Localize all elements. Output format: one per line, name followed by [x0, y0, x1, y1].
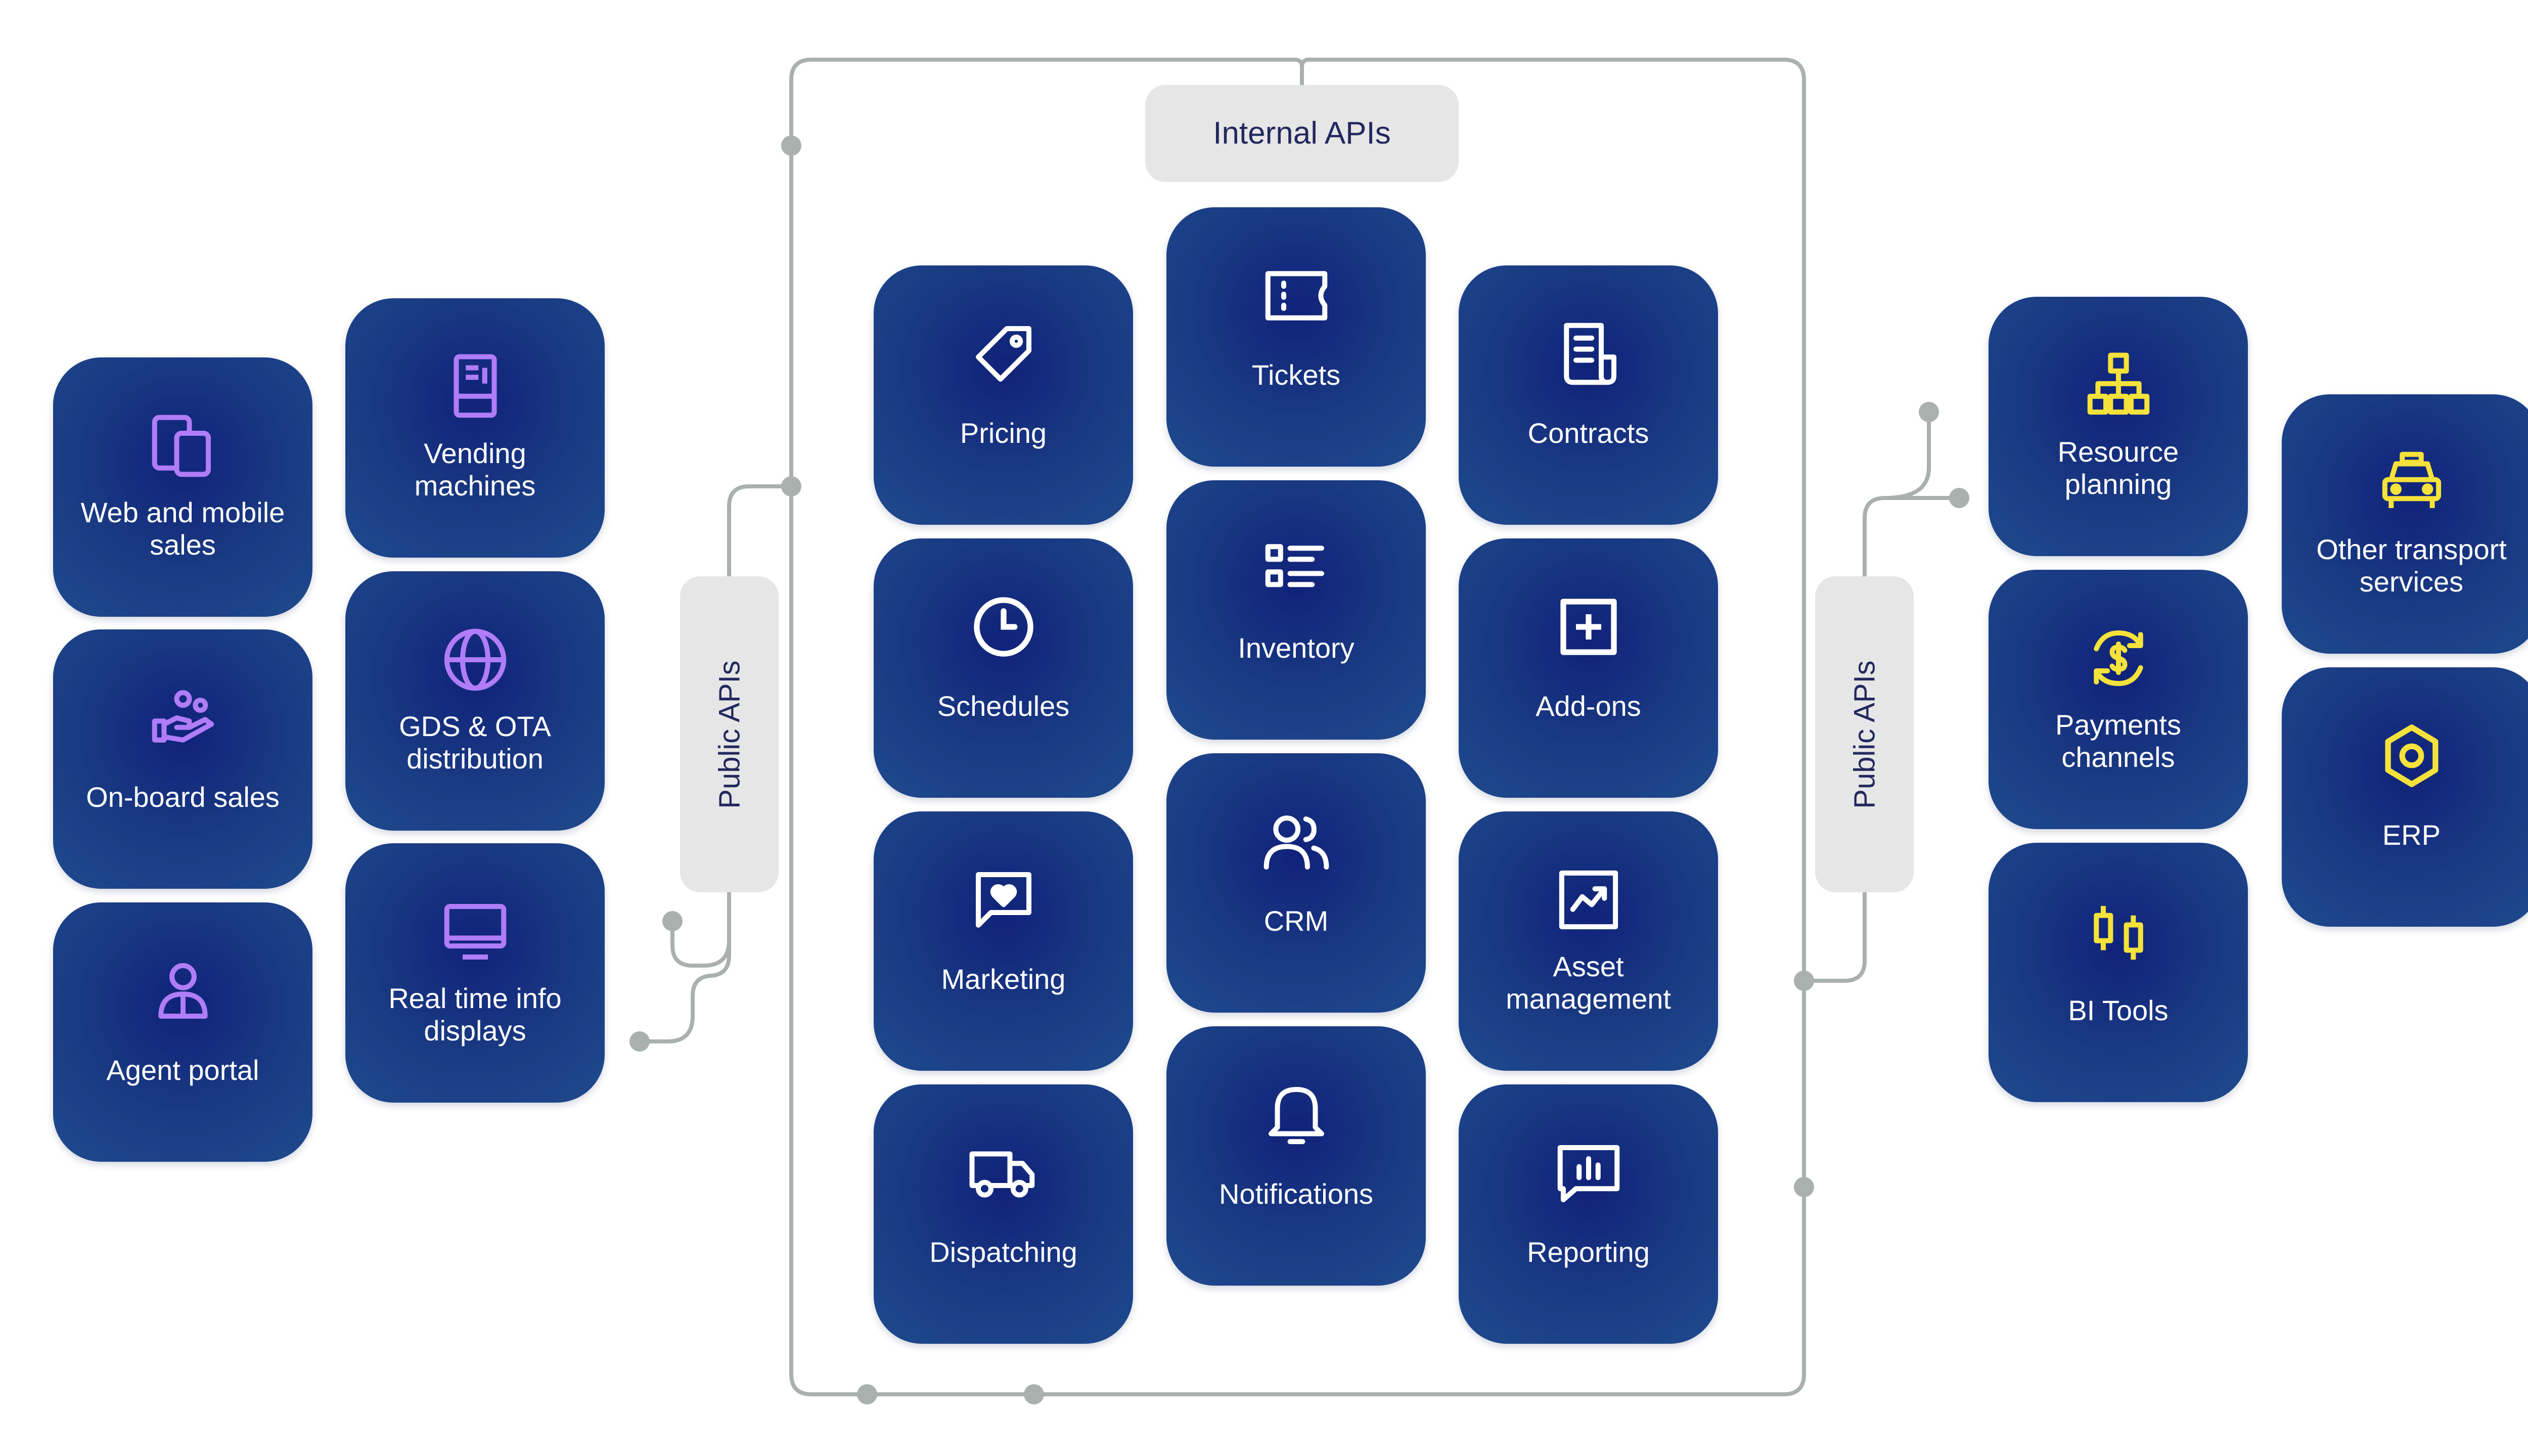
- connector-dot: [857, 1384, 877, 1404]
- tile-contracts[interactable]: Contracts: [1459, 265, 1718, 525]
- tile-tickets[interactable]: Tickets: [1166, 207, 1426, 467]
- tile-real-time-info-displays[interactable]: Real time info displays: [345, 843, 605, 1103]
- tile-asset-management[interactable]: Asset management: [1459, 811, 1718, 1071]
- connector-dot: [662, 911, 683, 931]
- tile-label: Reporting: [1527, 1236, 1650, 1268]
- tile-label: GDS & OTA distribution: [399, 710, 551, 775]
- tile-label: ERP: [2382, 819, 2441, 851]
- tile-label: Resource planning: [2057, 436, 2179, 500]
- tile-vending-machines[interactable]: Vending machines: [345, 298, 605, 558]
- tile-on-board-sales[interactable]: On-board sales: [53, 629, 312, 889]
- tile-label: Marketing: [941, 963, 1066, 995]
- public-apis-left: Public APIs: [680, 576, 779, 892]
- tile-reporting[interactable]: Reporting: [1459, 1084, 1718, 1344]
- tile-label: Vending machines: [414, 437, 536, 502]
- tile-label: Agent portal: [106, 1054, 259, 1086]
- tile-label: Asset management: [1506, 950, 1671, 1015]
- tile-label: Schedules: [937, 690, 1070, 722]
- tile-marketing[interactable]: Marketing: [874, 811, 1133, 1071]
- left-api-connector: [727, 484, 793, 578]
- monitor-icon: [437, 894, 513, 970]
- hand-coins-icon: [145, 680, 221, 756]
- tile-label: Notifications: [1218, 1178, 1374, 1210]
- connector-dot: [629, 1031, 650, 1052]
- tile-label: Other transport services: [2316, 533, 2507, 598]
- connector-dot: [781, 135, 801, 156]
- hexagon-icon: [2374, 718, 2450, 794]
- tile-pricing[interactable]: Pricing: [874, 265, 1133, 525]
- internal-apis-label: Internal APIs: [1145, 85, 1459, 182]
- org-chart-icon: [2081, 347, 2156, 423]
- bell-icon: [1258, 1077, 1334, 1153]
- tile-resource-planning[interactable]: Resource planning: [1989, 297, 2248, 556]
- tile-label: Tickets: [1251, 359, 1341, 391]
- tile-notifications[interactable]: Notifications: [1166, 1026, 1426, 1286]
- clock-icon: [966, 589, 1042, 665]
- tile-label: Add-ons: [1536, 690, 1641, 722]
- tile-web-mobile-sales[interactable]: Web and mobile sales: [53, 357, 312, 617]
- globe-icon: [437, 622, 513, 698]
- dollar-cycle-icon: [2081, 620, 2156, 696]
- list-icon: [1258, 531, 1334, 607]
- tile-gds-ota-distribution[interactable]: GDS & OTA distribution: [345, 571, 605, 831]
- tile-dispatching[interactable]: Dispatching: [874, 1084, 1133, 1344]
- users-icon: [1258, 804, 1334, 880]
- connector-dot: [781, 476, 801, 496]
- ticket-icon: [1258, 258, 1334, 334]
- tile-schedules[interactable]: Schedules: [874, 538, 1133, 798]
- public-apis-right: Public APIs: [1815, 576, 1914, 892]
- connector-dot: [1794, 1177, 1814, 1197]
- person-icon: [145, 953, 221, 1029]
- tag-icon: [966, 316, 1042, 392]
- tile-crm[interactable]: CRM: [1166, 753, 1426, 1013]
- right-api-connector: [1863, 496, 1961, 578]
- taxi-icon: [2374, 445, 2450, 521]
- core-frame: [789, 58, 1806, 1396]
- connector-dot: [1919, 402, 1939, 422]
- heart-message-icon: [966, 862, 1042, 938]
- vending-machine-icon: [437, 349, 513, 425]
- connector-dot: [1024, 1384, 1044, 1404]
- tile-label: Payments channels: [2055, 709, 2181, 773]
- tile-label: On-board sales: [86, 781, 280, 813]
- connector-dot: [1949, 488, 1969, 508]
- devices-icon: [145, 408, 221, 484]
- tile-label: Real time info displays: [388, 982, 562, 1046]
- tile-label: Pricing: [960, 417, 1047, 449]
- chart-trend-icon: [1551, 862, 1627, 938]
- public-apis-left-label: Public APIs: [713, 660, 746, 809]
- tile-erp[interactable]: ERP: [2282, 667, 2528, 927]
- tile-agent-portal[interactable]: Agent portal: [53, 902, 312, 1162]
- truck-icon: [966, 1135, 1042, 1211]
- tile-label: CRM: [1263, 905, 1329, 937]
- tile-label: BI Tools: [2068, 994, 2169, 1026]
- tile-payments-channels[interactable]: Payments channels: [1989, 570, 2248, 829]
- tile-label: Web and mobile sales: [80, 496, 285, 561]
- tile-other-transport-services[interactable]: Other transport services: [2282, 394, 2528, 654]
- public-apis-right-label: Public APIs: [1848, 660, 1881, 809]
- connector-dot: [1794, 971, 1814, 991]
- tile-label: Contracts: [1527, 417, 1649, 449]
- tile-label: Dispatching: [929, 1236, 1077, 1268]
- tile-bi-tools[interactable]: BI Tools: [1989, 843, 2248, 1102]
- tile-add-ons[interactable]: Add-ons: [1459, 538, 1718, 798]
- document-icon: [1551, 316, 1627, 392]
- candlestick-icon: [2081, 893, 2156, 969]
- tile-inventory[interactable]: Inventory: [1166, 480, 1426, 740]
- tile-label: Inventory: [1238, 632, 1355, 664]
- bar-chart-message-icon: [1551, 1135, 1627, 1211]
- plus-square-icon: [1551, 589, 1627, 665]
